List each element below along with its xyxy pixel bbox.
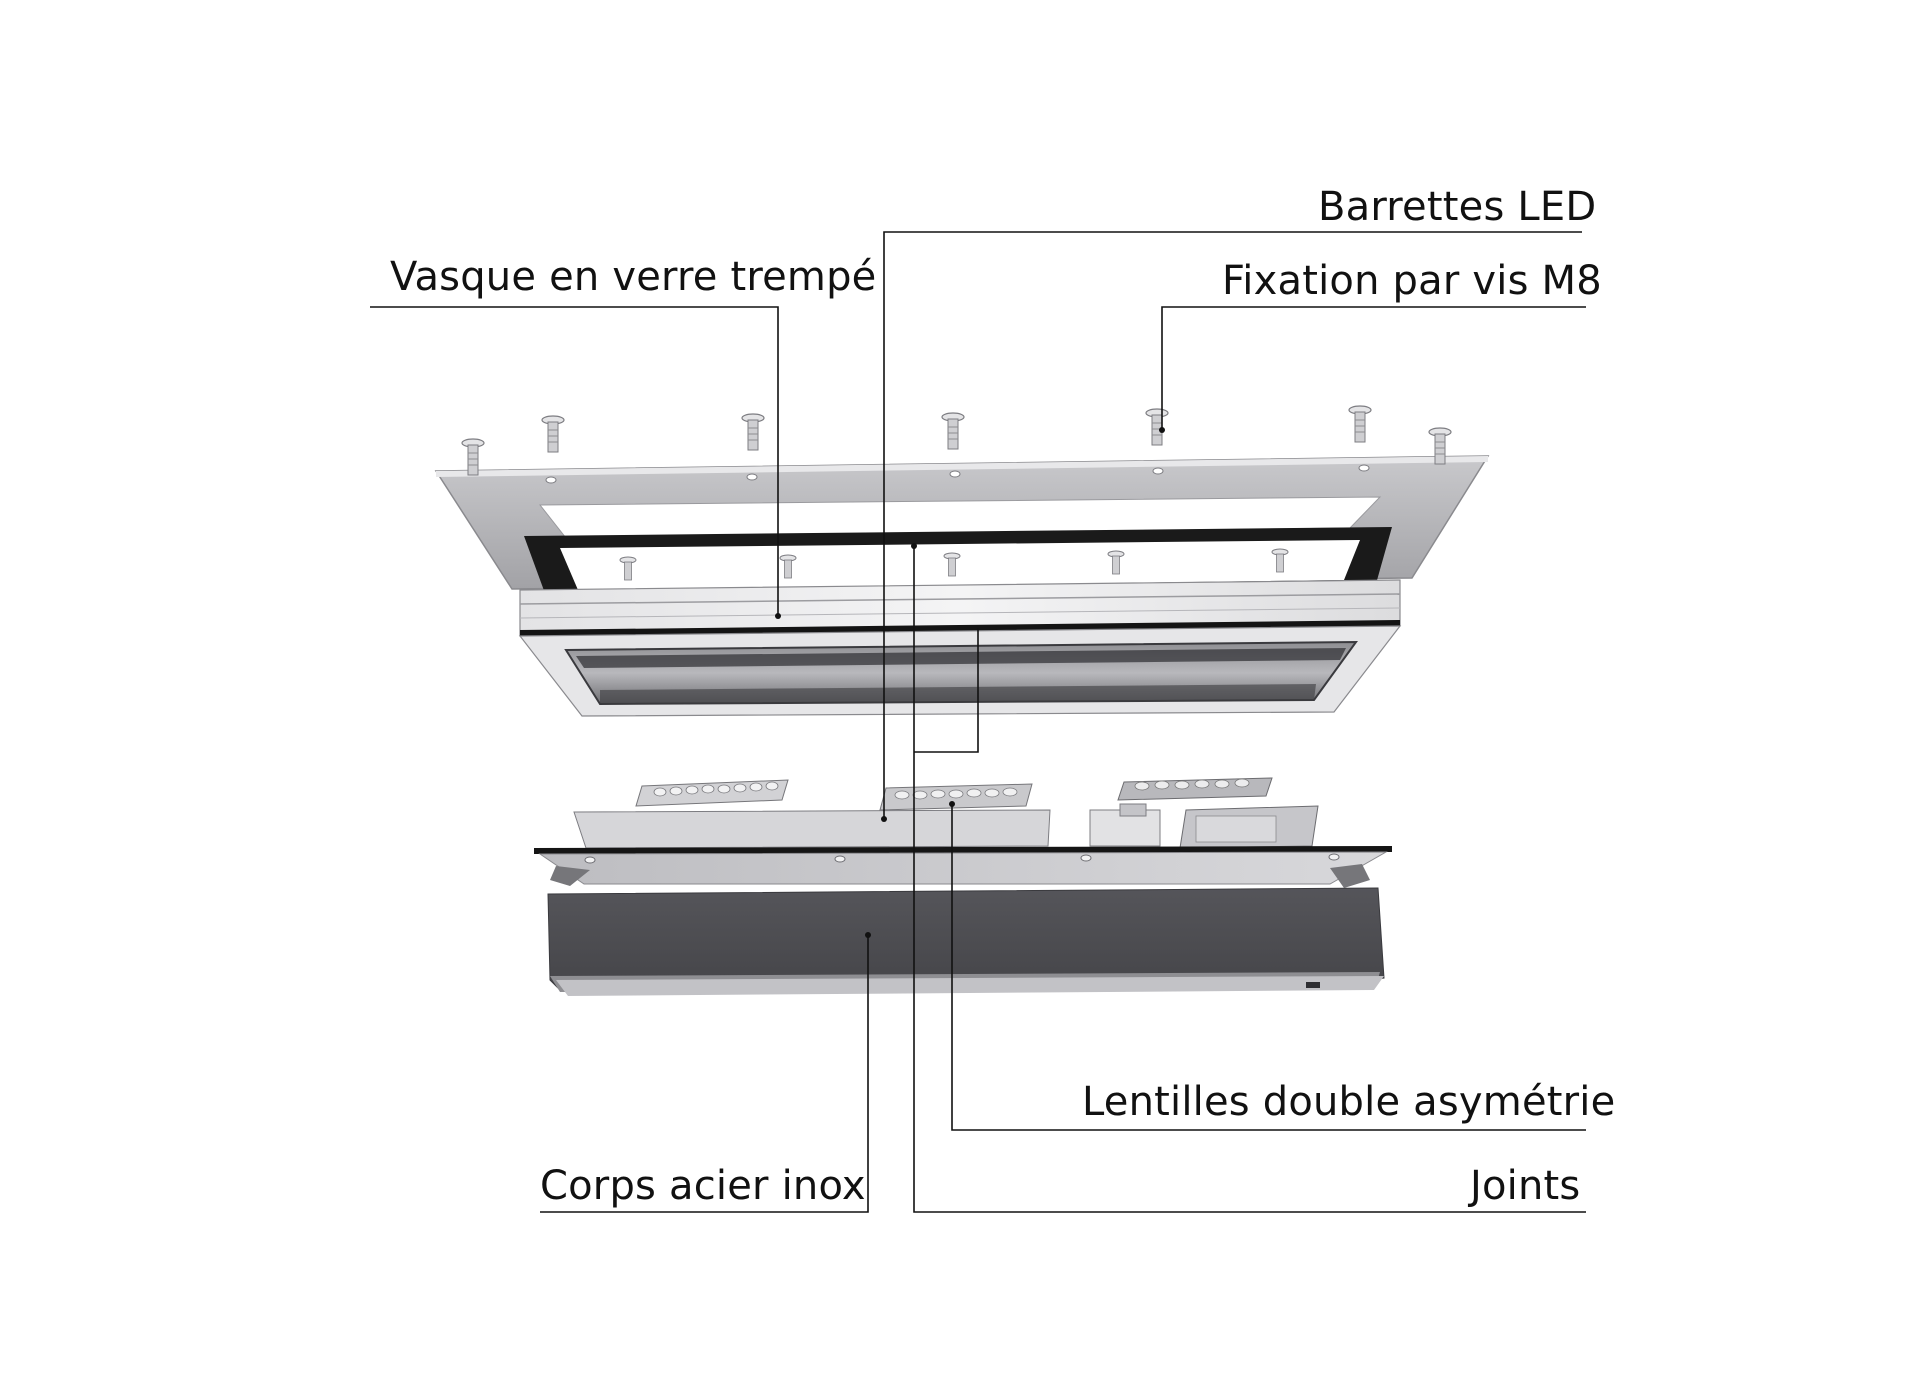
label-joints: Joints xyxy=(1470,1163,1581,1209)
leader-lentilles xyxy=(951,804,1586,1131)
label-fixation: Fixation par vis M8 xyxy=(1222,258,1602,304)
leader-joints xyxy=(913,546,1586,1213)
led-modules xyxy=(635,777,1273,811)
tempered-glass-bowl xyxy=(518,579,1402,717)
label-corps: Corps acier inox xyxy=(540,1163,866,1209)
label-barrettes-led: Barrettes LED xyxy=(1318,184,1597,230)
gear-tray xyxy=(573,803,1319,849)
leader-joints-branch xyxy=(914,628,979,753)
leader-barrettes-led xyxy=(883,231,1582,819)
lower-gasket xyxy=(534,846,1392,888)
leader-corps xyxy=(540,935,869,1213)
leader-vasque xyxy=(370,306,779,616)
leader-lines xyxy=(370,231,1586,1213)
stainless-steel-body xyxy=(547,887,1385,996)
label-vasque: Vasque en verre trempé xyxy=(390,254,877,300)
label-lentilles: Lentilles double asymétrie xyxy=(1082,1079,1616,1125)
leader-fixation xyxy=(1161,306,1586,430)
leader-dots xyxy=(775,427,1165,938)
